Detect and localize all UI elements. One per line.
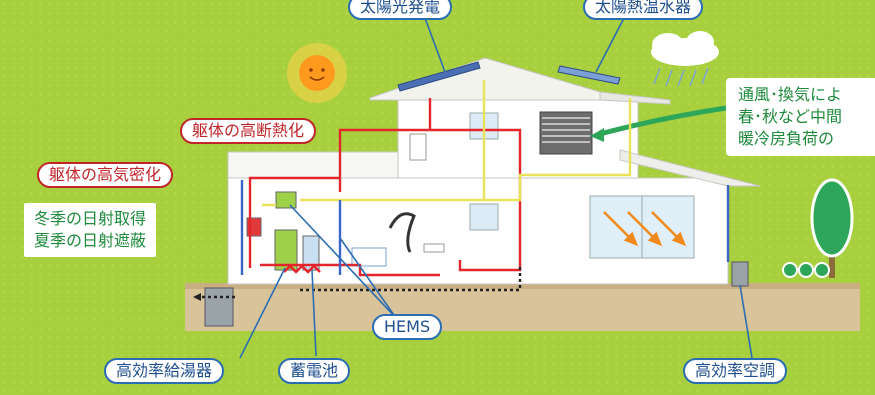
ventilation-line-2: 春･秋など中間 [738, 107, 843, 126]
wire-yellow [262, 80, 632, 207]
wire-dotted [300, 265, 522, 292]
sink [423, 243, 445, 253]
ground [185, 283, 860, 331]
wire-blue [240, 180, 730, 275]
sunlight-label: 冬季の日射取得 夏季の日射遮蔽 [24, 203, 157, 257]
sunlight-arrows [603, 211, 687, 247]
leader-solar-heater [595, 17, 625, 73]
ventilation-label: 通風･換気によ 春･秋など中間 暖冷房負荷の [726, 78, 875, 156]
leader-water-heater [239, 267, 286, 359]
leader-hems-2 [339, 237, 397, 319]
solar-pv-label: 太陽光発電 [348, 0, 453, 20]
lower-window-mid [469, 203, 499, 231]
leader-solar-pv [424, 17, 446, 73]
right-roof [599, 91, 671, 105]
solar-heater-panel [557, 65, 621, 85]
solar-heater-label: 太陽熱温水器 [583, 0, 704, 20]
leader-battery [311, 269, 317, 357]
battery-label: 蓄電池 [278, 358, 351, 384]
sun-icon [287, 43, 347, 103]
airtightness-label: 躯体の高気密化 [37, 162, 174, 188]
cloud-icon [651, 31, 719, 87]
ventilation-line-3: 暖冷房負荷の [738, 129, 835, 148]
heat-exchanger [283, 264, 321, 274]
leader-aircon [739, 284, 753, 359]
leader-hems-1 [289, 204, 397, 319]
insulation-label: 躯体の高断熱化 [180, 118, 317, 144]
hems-label: HEMS [372, 314, 443, 340]
sunlight-line-1: 冬季の日射取得 [34, 209, 147, 228]
outdoor-unit-left [204, 287, 234, 327]
ventilation-line-1: 通風･換気によ [738, 85, 843, 104]
sunlight-line-2: 夏季の日射遮蔽 [34, 231, 147, 250]
ground-shade [185, 283, 860, 289]
water-heater-label: 高効率給湯器 [104, 358, 225, 384]
tree-foliage [810, 178, 854, 258]
bushes [782, 262, 830, 278]
aircon-label: 高効率空調 [683, 358, 788, 384]
left-eave [227, 151, 399, 179]
toilet [409, 133, 427, 161]
hems-panel [275, 191, 297, 209]
aircon-outdoor [731, 261, 749, 287]
ventilation-arrow [599, 105, 727, 137]
bathtub [351, 247, 387, 267]
solar-panel [397, 61, 481, 92]
wire-red-2 [260, 263, 440, 277]
